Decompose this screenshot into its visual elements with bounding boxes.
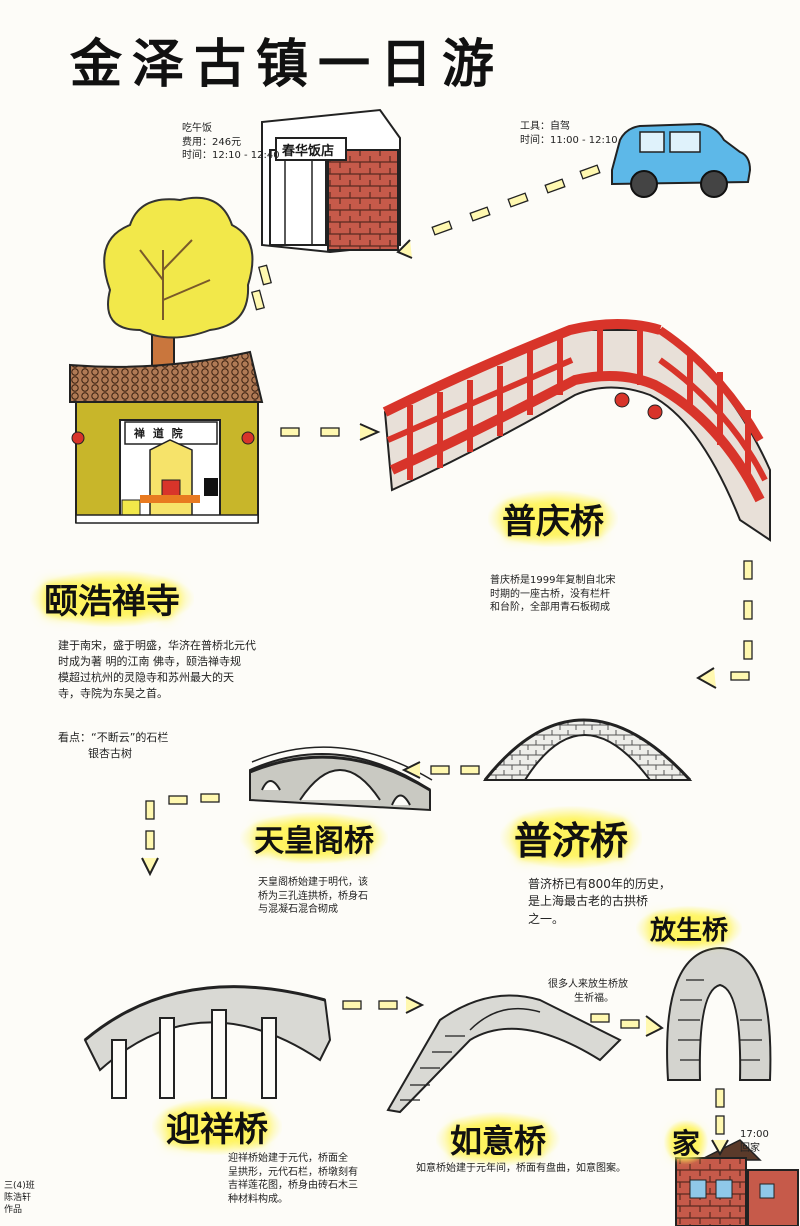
temple-sign: 禅 道 院 bbox=[134, 427, 185, 440]
puqing-bridge-label: 普庆桥 bbox=[488, 490, 618, 547]
yihao-temple-label: 颐浩禅寺 bbox=[30, 570, 194, 627]
page-title: 金泽古镇一日游 bbox=[70, 34, 505, 95]
author-credit: 三(4)班 陈浩轩 作品 bbox=[4, 1181, 35, 1216]
ruyi-bridge-label: 如意桥 bbox=[436, 1112, 561, 1166]
puji-bridge-label: 普济桥 bbox=[500, 806, 643, 869]
home-label: 家 bbox=[664, 1120, 709, 1164]
yingxiang-bridge-note: 迎祥桥始建于元代，桥面全 呈拱形，元代石栏，桥墩刻有 吉祥莲花图，桥身由砖石木三… bbox=[228, 1153, 358, 1205]
yingxiang-bridge-illustration bbox=[83, 985, 332, 1099]
ginkgo-tree-icon bbox=[103, 196, 254, 371]
temple-building bbox=[69, 350, 264, 524]
yihao-highlights-note: 看点：“不断云”的石栏 银杏古树 bbox=[58, 731, 169, 760]
tianhuang-bridge-illustration bbox=[249, 746, 433, 812]
puqing-bridge-note: 普庆桥是1999年复制自北宋 时期的一座古桥，没有栏杆 和台阶，全部用青石板砌成 bbox=[490, 575, 616, 613]
fangsheng-bridge-illustration bbox=[666, 946, 772, 1081]
fangsheng-bridge-note: 很多人来放生桥放 生祈福。 bbox=[548, 979, 628, 1004]
car-icon bbox=[611, 122, 752, 198]
lunch-note: 吃午饭 费用：246元 时间：12:10 - 12:40 bbox=[182, 123, 280, 161]
ruyi-bridge-note: 如意桥始建于元年间，桥面有盘曲，如意图案。 bbox=[416, 1163, 626, 1174]
home-time-note: 17:00 回家 bbox=[740, 1129, 769, 1154]
tianhuang-bridge-label: 天皇阁桥 bbox=[240, 812, 388, 864]
yihao-temple-note: 建于南宋，盛于明盛，华济在普桥北元代 时成为著 明的江南 佛寺，颐浩禅寺规 模超… bbox=[58, 639, 256, 700]
puqing-bridge-illustration bbox=[382, 319, 771, 542]
fangsheng-bridge-label: 放生桥 bbox=[636, 906, 743, 951]
ruyi-bridge-illustration bbox=[386, 994, 622, 1114]
restaurant-building bbox=[261, 108, 401, 254]
restaurant-sign: 春华饭店 bbox=[282, 144, 335, 159]
transport-note: 工具：自驾 时间：11:00 - 12:10 bbox=[520, 121, 618, 146]
tianhuang-bridge-note: 天皇阁桥始建于明代，该 桥为三孔连拱桥，桥身石 与混凝石混合砌成 bbox=[258, 877, 368, 915]
route-arrows bbox=[141, 164, 753, 1157]
puji-bridge-note: 普济桥已有800年的历史， 是上海最古老的古拱桥 之一。 bbox=[528, 877, 671, 926]
yingxiang-bridge-label: 迎祥桥 bbox=[152, 1098, 282, 1155]
puji-bridge-illustration bbox=[482, 718, 693, 782]
